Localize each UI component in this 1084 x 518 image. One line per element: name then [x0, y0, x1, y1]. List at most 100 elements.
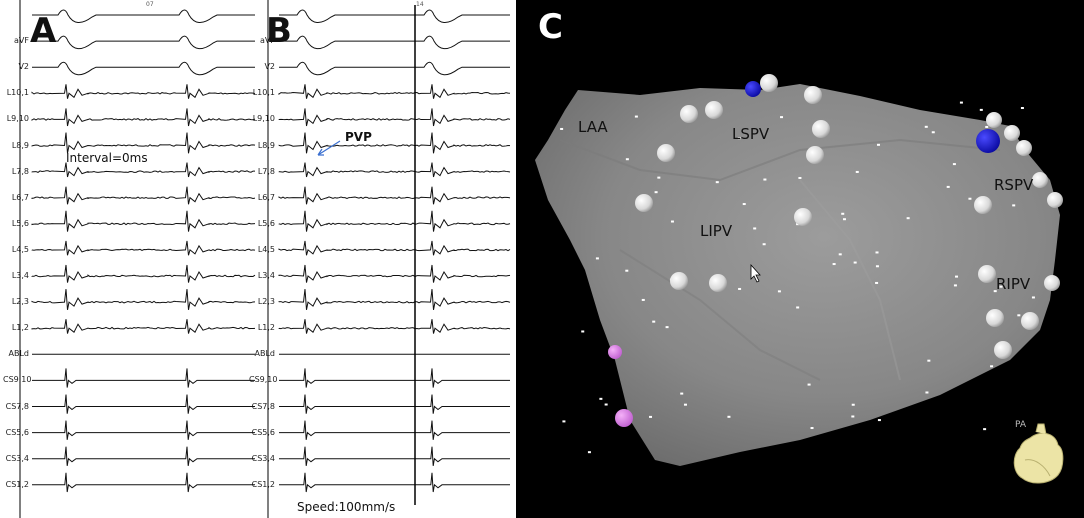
ecg-trace	[31, 108, 256, 127]
ecg-trace	[278, 264, 511, 283]
blue-marker-right	[976, 129, 1000, 153]
lead-label: L9,10	[6, 114, 29, 124]
ecg-trace	[31, 84, 256, 99]
lead-label: L8,9	[257, 140, 275, 150]
sample-point	[993, 290, 997, 293]
speed-label: Speed:100mm/s	[297, 500, 396, 514]
lead-label: CS1,2	[251, 479, 275, 489]
pink-marker-lower	[615, 409, 633, 427]
label-laa: LAA	[578, 118, 608, 136]
lead-label: L7,8	[257, 166, 275, 176]
ecg-trace	[279, 472, 510, 493]
lead-label: L10,1	[252, 88, 275, 98]
ecg-trace	[31, 132, 256, 154]
left-atrium-map	[535, 74, 1064, 484]
sample-point	[654, 191, 658, 194]
sample-point	[841, 212, 845, 215]
sample-point	[855, 170, 859, 173]
sample-point	[657, 176, 661, 179]
panel-b-letter: B	[266, 11, 292, 51]
sample-point	[665, 326, 669, 329]
ecg-trace	[31, 319, 256, 334]
sample-point	[968, 197, 972, 200]
lead-label: V2	[264, 62, 275, 72]
lead-label: V2	[18, 62, 29, 72]
interval-annotation: Interval=0ms	[66, 151, 148, 165]
sample-point	[715, 181, 719, 184]
pvp-arrow-icon	[317, 140, 341, 156]
sample-point	[927, 359, 931, 362]
label-rspv: RSPV	[994, 176, 1034, 194]
panel-b-top-number: 14	[416, 1, 424, 8]
heart-orientation-icon	[1013, 423, 1064, 484]
sample-points	[560, 101, 1035, 454]
sample-point	[875, 281, 879, 284]
sample-point	[742, 203, 746, 206]
lead-label: CS1,2	[5, 479, 29, 489]
sample-point	[625, 158, 629, 161]
sample-point	[952, 163, 956, 166]
sample-point	[680, 392, 684, 395]
sample-point	[853, 261, 857, 264]
orientation-label: PA	[1015, 420, 1027, 430]
ecg-trace	[32, 446, 255, 466]
sample-point	[985, 125, 989, 128]
sample-point	[959, 101, 963, 104]
lead-label: ABLd	[8, 349, 30, 359]
sample-point	[1031, 296, 1035, 299]
ecg-trace	[32, 472, 255, 493]
sample-point	[990, 365, 994, 368]
sample-point	[810, 427, 814, 430]
sample-point	[925, 391, 929, 394]
ecg-trace	[278, 162, 511, 178]
ecg-trace	[31, 162, 256, 178]
lead-label: L1,2	[257, 323, 275, 333]
lead-label: ABLd	[254, 349, 276, 359]
sample-point	[727, 415, 731, 418]
sample-point	[562, 420, 566, 423]
lead-label: L6,7	[257, 192, 275, 202]
lead-label: CS3,4	[5, 453, 29, 463]
sample-point	[832, 263, 836, 266]
sample-point	[983, 428, 987, 431]
sample-point	[753, 227, 757, 230]
ecg-trace	[32, 394, 255, 414]
sample-point	[906, 217, 910, 220]
ecg-trace	[32, 9, 255, 23]
sample-point	[560, 127, 564, 130]
electroanatomic-map-panel: LAA LSPV LIPV RSPV RIPV	[516, 0, 1084, 518]
sample-point	[780, 116, 784, 119]
ecg-trace	[31, 210, 256, 232]
sample-point	[1012, 204, 1016, 207]
sample-point	[649, 415, 653, 418]
atrium-surface	[535, 84, 1060, 466]
sample-point	[999, 285, 1003, 288]
cursor-arrow-icon	[750, 263, 761, 283]
lead-label: L3,4	[257, 271, 275, 280]
panel-a-letter: A	[30, 11, 57, 51]
ecg-trace	[278, 84, 511, 99]
sample-point	[796, 306, 800, 309]
sample-point	[777, 290, 781, 293]
sample-point	[955, 275, 959, 278]
sample-point	[595, 257, 599, 260]
sample-point	[807, 383, 811, 386]
sample-point	[587, 451, 591, 454]
sample-point	[953, 284, 957, 287]
ecg-trace	[278, 240, 511, 256]
sample-point	[1020, 107, 1024, 110]
sample-point	[851, 403, 855, 406]
label-ripv: RIPV	[996, 275, 1031, 293]
sample-point	[763, 178, 767, 181]
lead-label: CS7,8	[251, 401, 275, 411]
lead-label: L5,6	[257, 218, 275, 228]
label-lspv: LSPV	[732, 125, 770, 143]
ecg-trace	[278, 289, 511, 310]
lead-label: CS7,8	[5, 401, 29, 411]
sample-point	[876, 143, 880, 146]
sample-point	[1017, 314, 1021, 317]
sample-point	[641, 298, 645, 301]
sample-point	[842, 218, 846, 221]
panel-a-top-number: 07	[146, 1, 154, 8]
